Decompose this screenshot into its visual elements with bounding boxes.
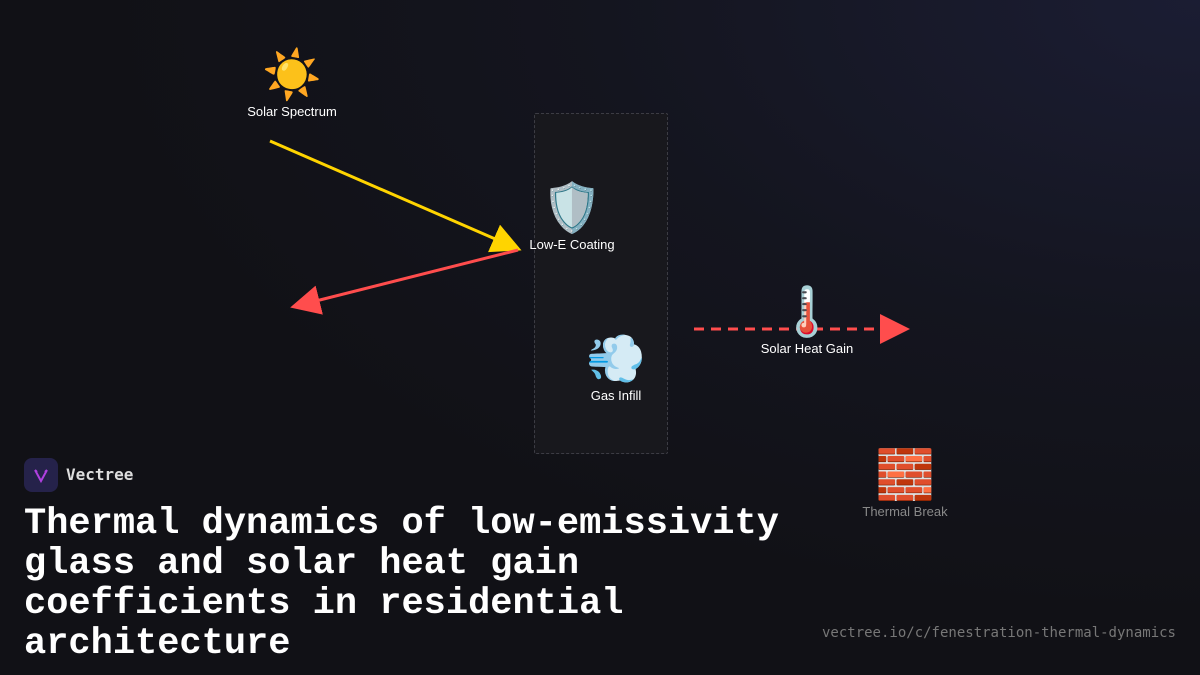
reflected-arrow [290,248,519,315]
vectree-logo [24,458,58,492]
brick-icon: 🧱 [875,449,935,502]
node-solar-heat-gain: 🌡️ Solar Heat Gain [761,285,854,356]
sun-icon: ☀️ [262,49,322,102]
shield-icon: 🛡️ [542,182,602,235]
wind-icon: 💨 [586,333,646,386]
node-label: Solar Spectrum [247,104,337,119]
thermometer-icon: 🌡️ [777,286,837,339]
node-gas-infill: 💨 Gas Infill [586,332,646,403]
node-label: Low-E Coating [529,237,615,252]
node-label: Thermal Break [862,504,948,519]
brand-name: Vectree [66,465,134,484]
node-label: Solar Heat Gain [760,341,854,356]
node-thermal-break: 🧱 Thermal Break [862,448,947,519]
source-url: vectree.io/c/fenestration-thermal-dynami… [821,625,1176,641]
node-label: Gas Infill [590,388,642,403]
node-solar-spectrum: ☀️ Solar Spectrum [247,48,337,119]
page-title: Thermal dynamics of low-emissivity glass… [24,503,779,665]
incoming-solar-arrow [269,139,522,253]
node-low-e-coating: 🛡️ Low-E Coating [529,181,614,252]
glazing-pane-group [534,113,668,454]
